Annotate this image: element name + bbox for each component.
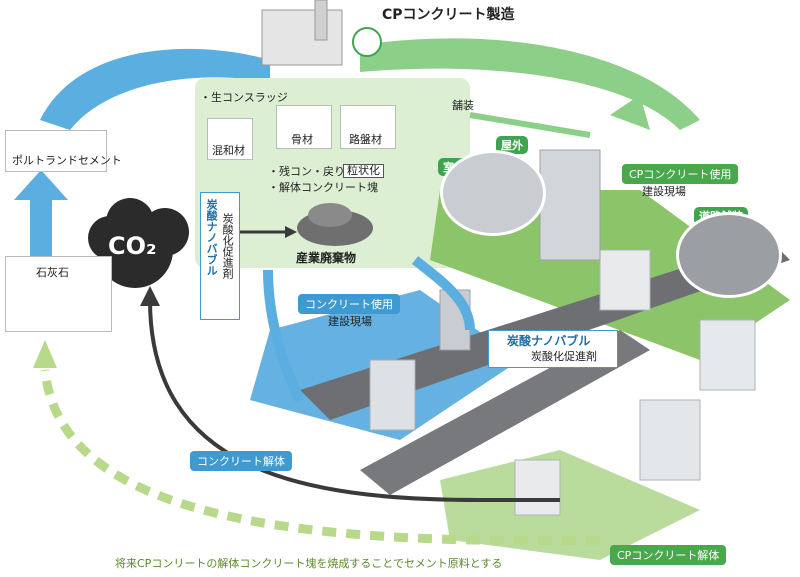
blue-up-arrow-limestone <box>14 170 68 260</box>
agent-left-line2: 炭酸化促進剤 <box>221 213 235 279</box>
highway-lower <box>360 330 650 495</box>
green-cycle-arrow-top <box>360 38 700 131</box>
agent-arrow-head <box>285 226 297 238</box>
agent-right-line2: 炭酸化促進剤 <box>531 350 597 363</box>
building-under-construction <box>539 149 601 261</box>
future-note: 将来CPコンリートの解体コンクリート塊を焼成することでセメント原料とする <box>115 557 503 570</box>
agent-right-line1: 炭酸ナノバブル <box>507 334 591 348</box>
indoor-scene-icon <box>440 150 546 236</box>
dashed-arrow-head <box>33 340 57 368</box>
co2-cloud-icon <box>88 198 189 288</box>
building-3 <box>639 399 701 481</box>
cp-logo-icon <box>352 27 382 57</box>
limestone-box: 石灰石 <box>5 256 112 332</box>
mix-label: 混和材 <box>212 144 245 157</box>
blue-down-arrow-middle <box>263 269 305 403</box>
cement-box: ポルトランドセメント <box>5 130 122 172</box>
return-line-head <box>140 286 160 306</box>
building-4 <box>514 459 561 516</box>
cp-use-tag: CPコンクリート使用 <box>622 164 739 184</box>
demolish-tag: コンクリート解体 <box>190 451 292 471</box>
outdoor-tag: 屋外 <box>496 136 528 154</box>
cement-label: ポルトランドセメント <box>12 154 122 167</box>
building-2 <box>699 319 756 391</box>
demolition-ground <box>440 450 700 560</box>
demolition-block-label: ・解体コンクリート塊 <box>268 181 378 194</box>
blue-cycle-arrow-top <box>40 48 270 130</box>
recycle-panel <box>195 78 470 268</box>
page-title: CPコンクリート製造 <box>382 7 515 23</box>
factory-building <box>261 9 343 66</box>
building-1 <box>599 249 651 311</box>
limestone-label: 石灰石 <box>36 266 69 279</box>
rubble-pile-icon <box>297 203 373 246</box>
aggregate-label: 骨材 <box>291 133 313 146</box>
residue-label: ・残コン・戻りコン <box>268 165 367 178</box>
factory-silo <box>314 0 328 41</box>
agent-box-right: 炭酸ナノバブル 炭酸化促進剤 <box>488 330 618 368</box>
co2-label: CO₂ <box>108 232 157 260</box>
blue-up-arrow-right <box>411 256 475 331</box>
concrete-use-tag: コンクリート使用 <box>298 294 400 314</box>
roadbed-box: 路盤材 <box>340 105 396 149</box>
agent-left-line1: 炭酸ナノバブル <box>205 199 219 276</box>
building-5 <box>369 359 416 431</box>
roadbed-label: 路盤材 <box>349 133 382 146</box>
industrial-waste-label: 産業廃棄物 <box>296 251 357 265</box>
cp-use-site-label: 建設現場 <box>642 185 686 198</box>
agent-box-left: 炭酸ナノバブル 炭酸化促進剤 <box>200 192 240 320</box>
paving-label: 舗装 <box>452 99 474 112</box>
road-paving-scene-icon <box>676 212 782 298</box>
cp-demolish-tag: CPコンクリート解体 <box>610 545 727 565</box>
mix-box: 混和材 <box>207 118 253 160</box>
paving-arrow <box>469 112 591 138</box>
sludge-label: ・生コンスラッジ <box>200 91 288 104</box>
middle-site-label: 建設現場 <box>328 315 372 328</box>
aggregate-box: 骨材 <box>276 105 332 149</box>
green-arrow-head <box>610 95 650 130</box>
future-dashed-arrow <box>40 369 601 546</box>
granular-label: 粒状化 <box>343 164 384 179</box>
